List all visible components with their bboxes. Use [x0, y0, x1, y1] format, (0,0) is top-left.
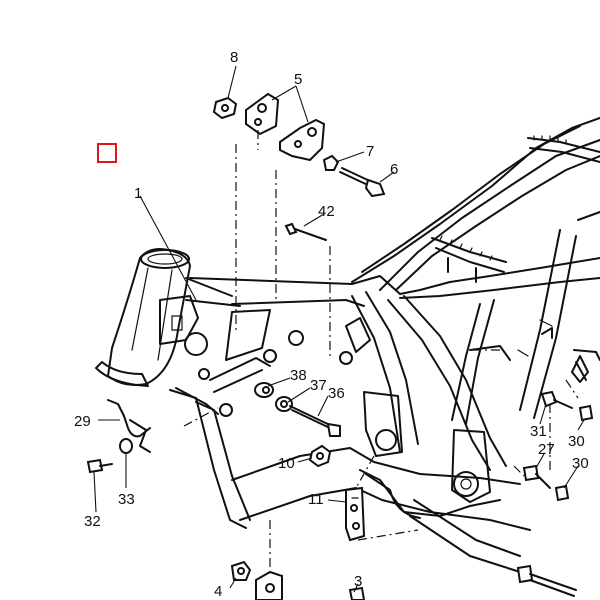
- part-7-nut: [322, 154, 340, 171]
- callout-4: 4: [214, 583, 222, 600]
- part-42-pin: [284, 222, 327, 241]
- callout-8: 8: [230, 49, 238, 66]
- part-8-nut: [212, 96, 238, 120]
- part-33-collar: [119, 438, 133, 454]
- part-4-nut: [230, 560, 252, 581]
- callout-1: 1: [134, 185, 142, 202]
- callout-36: 36: [328, 385, 345, 402]
- callout-30-upper: 30: [568, 433, 585, 450]
- part-36-bolt: [289, 405, 341, 437]
- part-30-nut-a: [578, 404, 594, 422]
- callout-labels: 8 5 7 6 1 42 38 37 36 29 10 33 32 11 31 …: [74, 49, 589, 600]
- callout-11: 11: [308, 491, 324, 508]
- callout-5: 5: [294, 71, 302, 88]
- part-38-washer: [254, 382, 274, 398]
- callout-33: 33: [118, 491, 135, 508]
- part-10-nut: [308, 444, 332, 468]
- callout-3: 3: [354, 573, 362, 590]
- part-6-bolt: [339, 167, 386, 198]
- selection-marker[interactable]: [97, 143, 117, 163]
- callout-32: 32: [84, 513, 101, 530]
- leader-lines: [93, 65, 585, 593]
- part-32-bolt: [86, 458, 113, 474]
- callout-37: 37: [310, 377, 327, 394]
- callout-30-lower: 30: [572, 455, 589, 472]
- assembly-center-lines: [183, 130, 579, 574]
- callout-42: 42: [318, 203, 335, 220]
- callout-27: 27: [538, 441, 555, 458]
- part-11-bracket: [345, 486, 366, 542]
- part-37-collar: [275, 396, 293, 412]
- part-5-bracket-b: [279, 118, 326, 162]
- callout-38: 38: [290, 367, 307, 384]
- callout-6: 6: [390, 161, 398, 178]
- rear-bolt: [516, 564, 577, 597]
- callout-10: 10: [278, 455, 295, 472]
- part-27-bolt: [522, 464, 551, 489]
- part-31-bolt: [540, 390, 573, 409]
- part-30-nut-b: [554, 484, 570, 502]
- frame-assembly: [95, 117, 600, 573]
- part-3-bolt: [348, 586, 366, 600]
- part-4-bracket: [255, 570, 283, 600]
- callout-7: 7: [366, 143, 374, 160]
- part-5-bracket-a: [245, 92, 280, 136]
- part-29-clip: [107, 399, 151, 453]
- callout-31: 31: [530, 423, 547, 440]
- callout-29: 29: [74, 413, 91, 430]
